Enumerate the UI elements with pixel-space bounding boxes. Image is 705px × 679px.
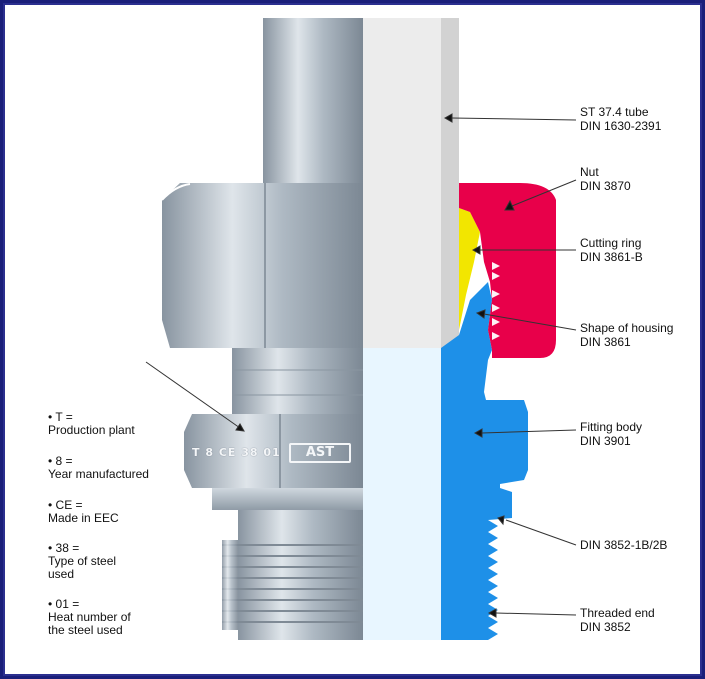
body-hex-exterior xyxy=(184,414,363,488)
body-bore-section xyxy=(363,348,441,640)
legend-item-ce: • CE =Made in EEC xyxy=(48,498,119,525)
legend-item-t: • T =Production plant xyxy=(48,410,135,437)
thread-lines xyxy=(222,544,363,623)
nut-section xyxy=(459,183,556,358)
collar-exterior xyxy=(212,488,363,510)
fitting-body-section xyxy=(441,282,528,640)
nut-hex-exterior xyxy=(162,183,363,348)
neck-exterior xyxy=(232,348,363,418)
tube-bore-section xyxy=(363,18,441,348)
thread-exterior xyxy=(238,510,363,640)
legend-item-8: • 8 =Year manufactured xyxy=(48,454,149,481)
steel-marking-stamp: T 8 CE 38 01 xyxy=(192,446,281,459)
cutting-ring-section xyxy=(459,208,480,330)
label-din3852-1b2b: DIN 3852-1B/2B xyxy=(580,538,668,552)
manufacturer-logo: AST xyxy=(289,443,351,463)
thread-teeth xyxy=(488,520,498,640)
tube-wall-section xyxy=(441,18,459,348)
leader-lines xyxy=(145,113,577,618)
tube-exterior xyxy=(263,18,363,188)
